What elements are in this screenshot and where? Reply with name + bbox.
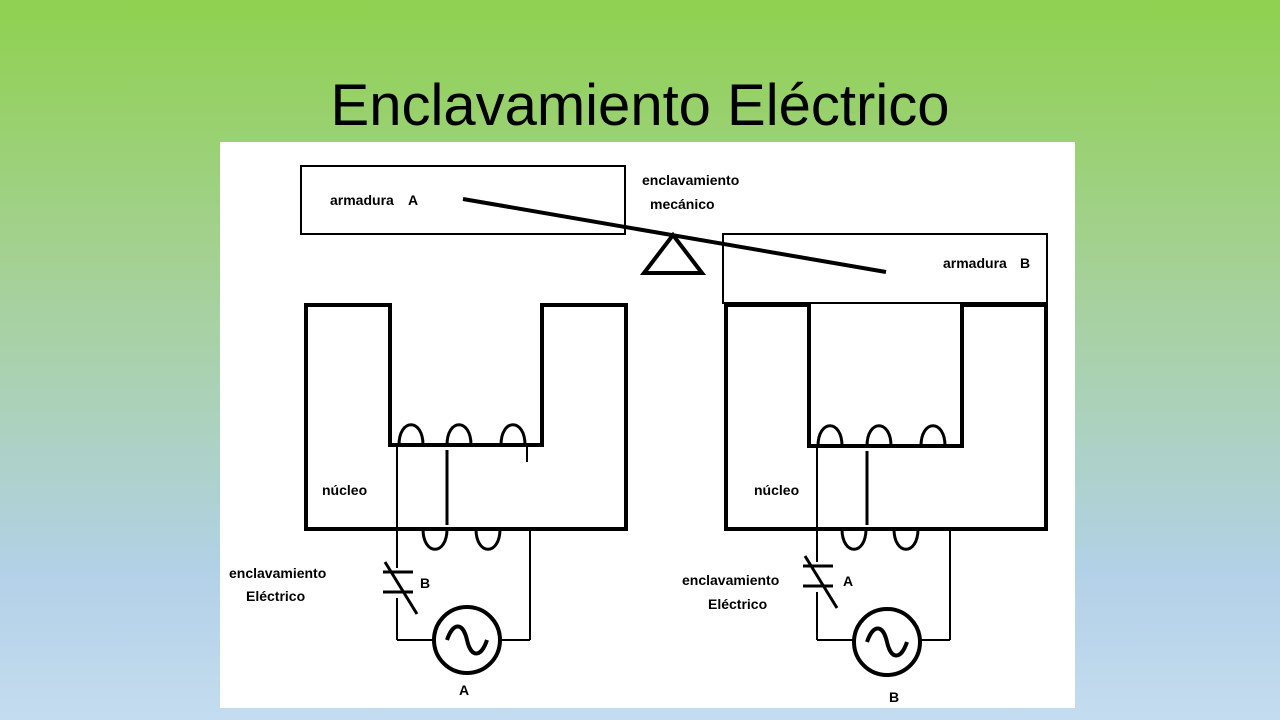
interlock-left-label-2: Eléctrico [246,588,305,604]
interlock-right-label-2: Eléctrico [708,596,767,612]
core-right-label: núcleo [754,482,799,498]
armature-b-label: armadura [943,255,1007,271]
ac-source-left [432,605,502,675]
armature-b [722,233,1048,304]
source-left-letter: A [459,682,469,698]
armature-a [300,165,626,235]
contact-left-letter: B [420,575,430,591]
armature-b-letter: B [1020,255,1030,271]
core-left-label: núcleo [322,482,367,498]
interlock-left-label-1: enclavamiento [229,565,326,581]
mechanical-interlock-label-1: enclavamiento [642,172,739,188]
circuit-right [816,447,951,641]
armature-a-label: armadura [330,192,394,208]
slide-title: Enclavamiento Eléctrico [330,73,950,138]
interlock-right-label-1: enclavamiento [682,572,779,588]
coil-right [816,424,947,551]
pivot-triangle [639,231,707,275]
core-right [724,303,1048,531]
circuit-left [396,445,531,641]
core-left [304,303,628,531]
contact-left [383,561,419,615]
source-right-letter: B [889,689,899,705]
contact-right-letter: A [843,573,853,589]
ac-source-right [852,607,922,677]
mechanical-interlock-label-2: mecánico [650,196,715,212]
interlock-diagram: enclavamiento mecánico armadura A armadu… [220,142,1075,708]
coil-left [397,423,527,551]
contact-right [803,555,839,609]
armature-a-letter: A [408,192,418,208]
